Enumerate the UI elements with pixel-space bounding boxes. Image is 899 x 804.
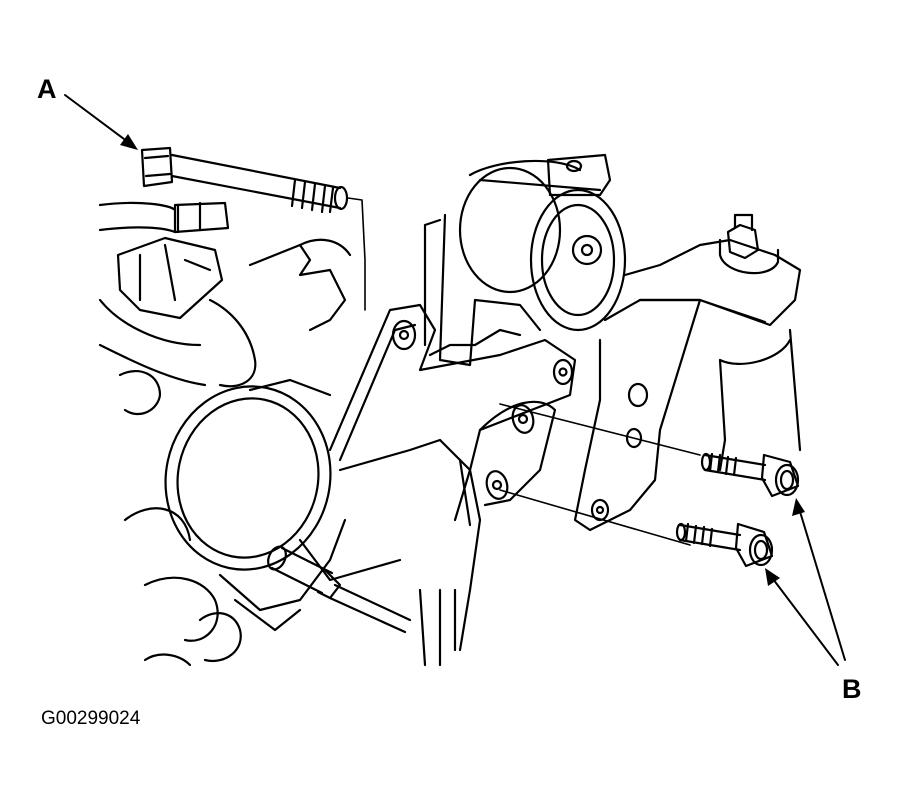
callout-label-b: B [842,674,862,704]
throttle-body-ring [164,385,402,612]
side-bracket [573,213,802,532]
callout-arrow-b-lower [765,568,839,666]
callout-arrow-b-upper [792,498,846,661]
mount-bracket [328,303,577,667]
bolt-b-lower [675,522,774,568]
bolt-b-upper [700,452,800,498]
rubber-mount [423,153,627,367]
figure-id: G00299024 [41,708,141,729]
alignment-lines [347,197,701,546]
engine-block-outline [98,201,352,667]
callout-arrow-a [64,94,138,150]
hose-pipe [267,545,412,634]
bolt-a [140,146,349,214]
callout-label-a: A [37,74,57,104]
